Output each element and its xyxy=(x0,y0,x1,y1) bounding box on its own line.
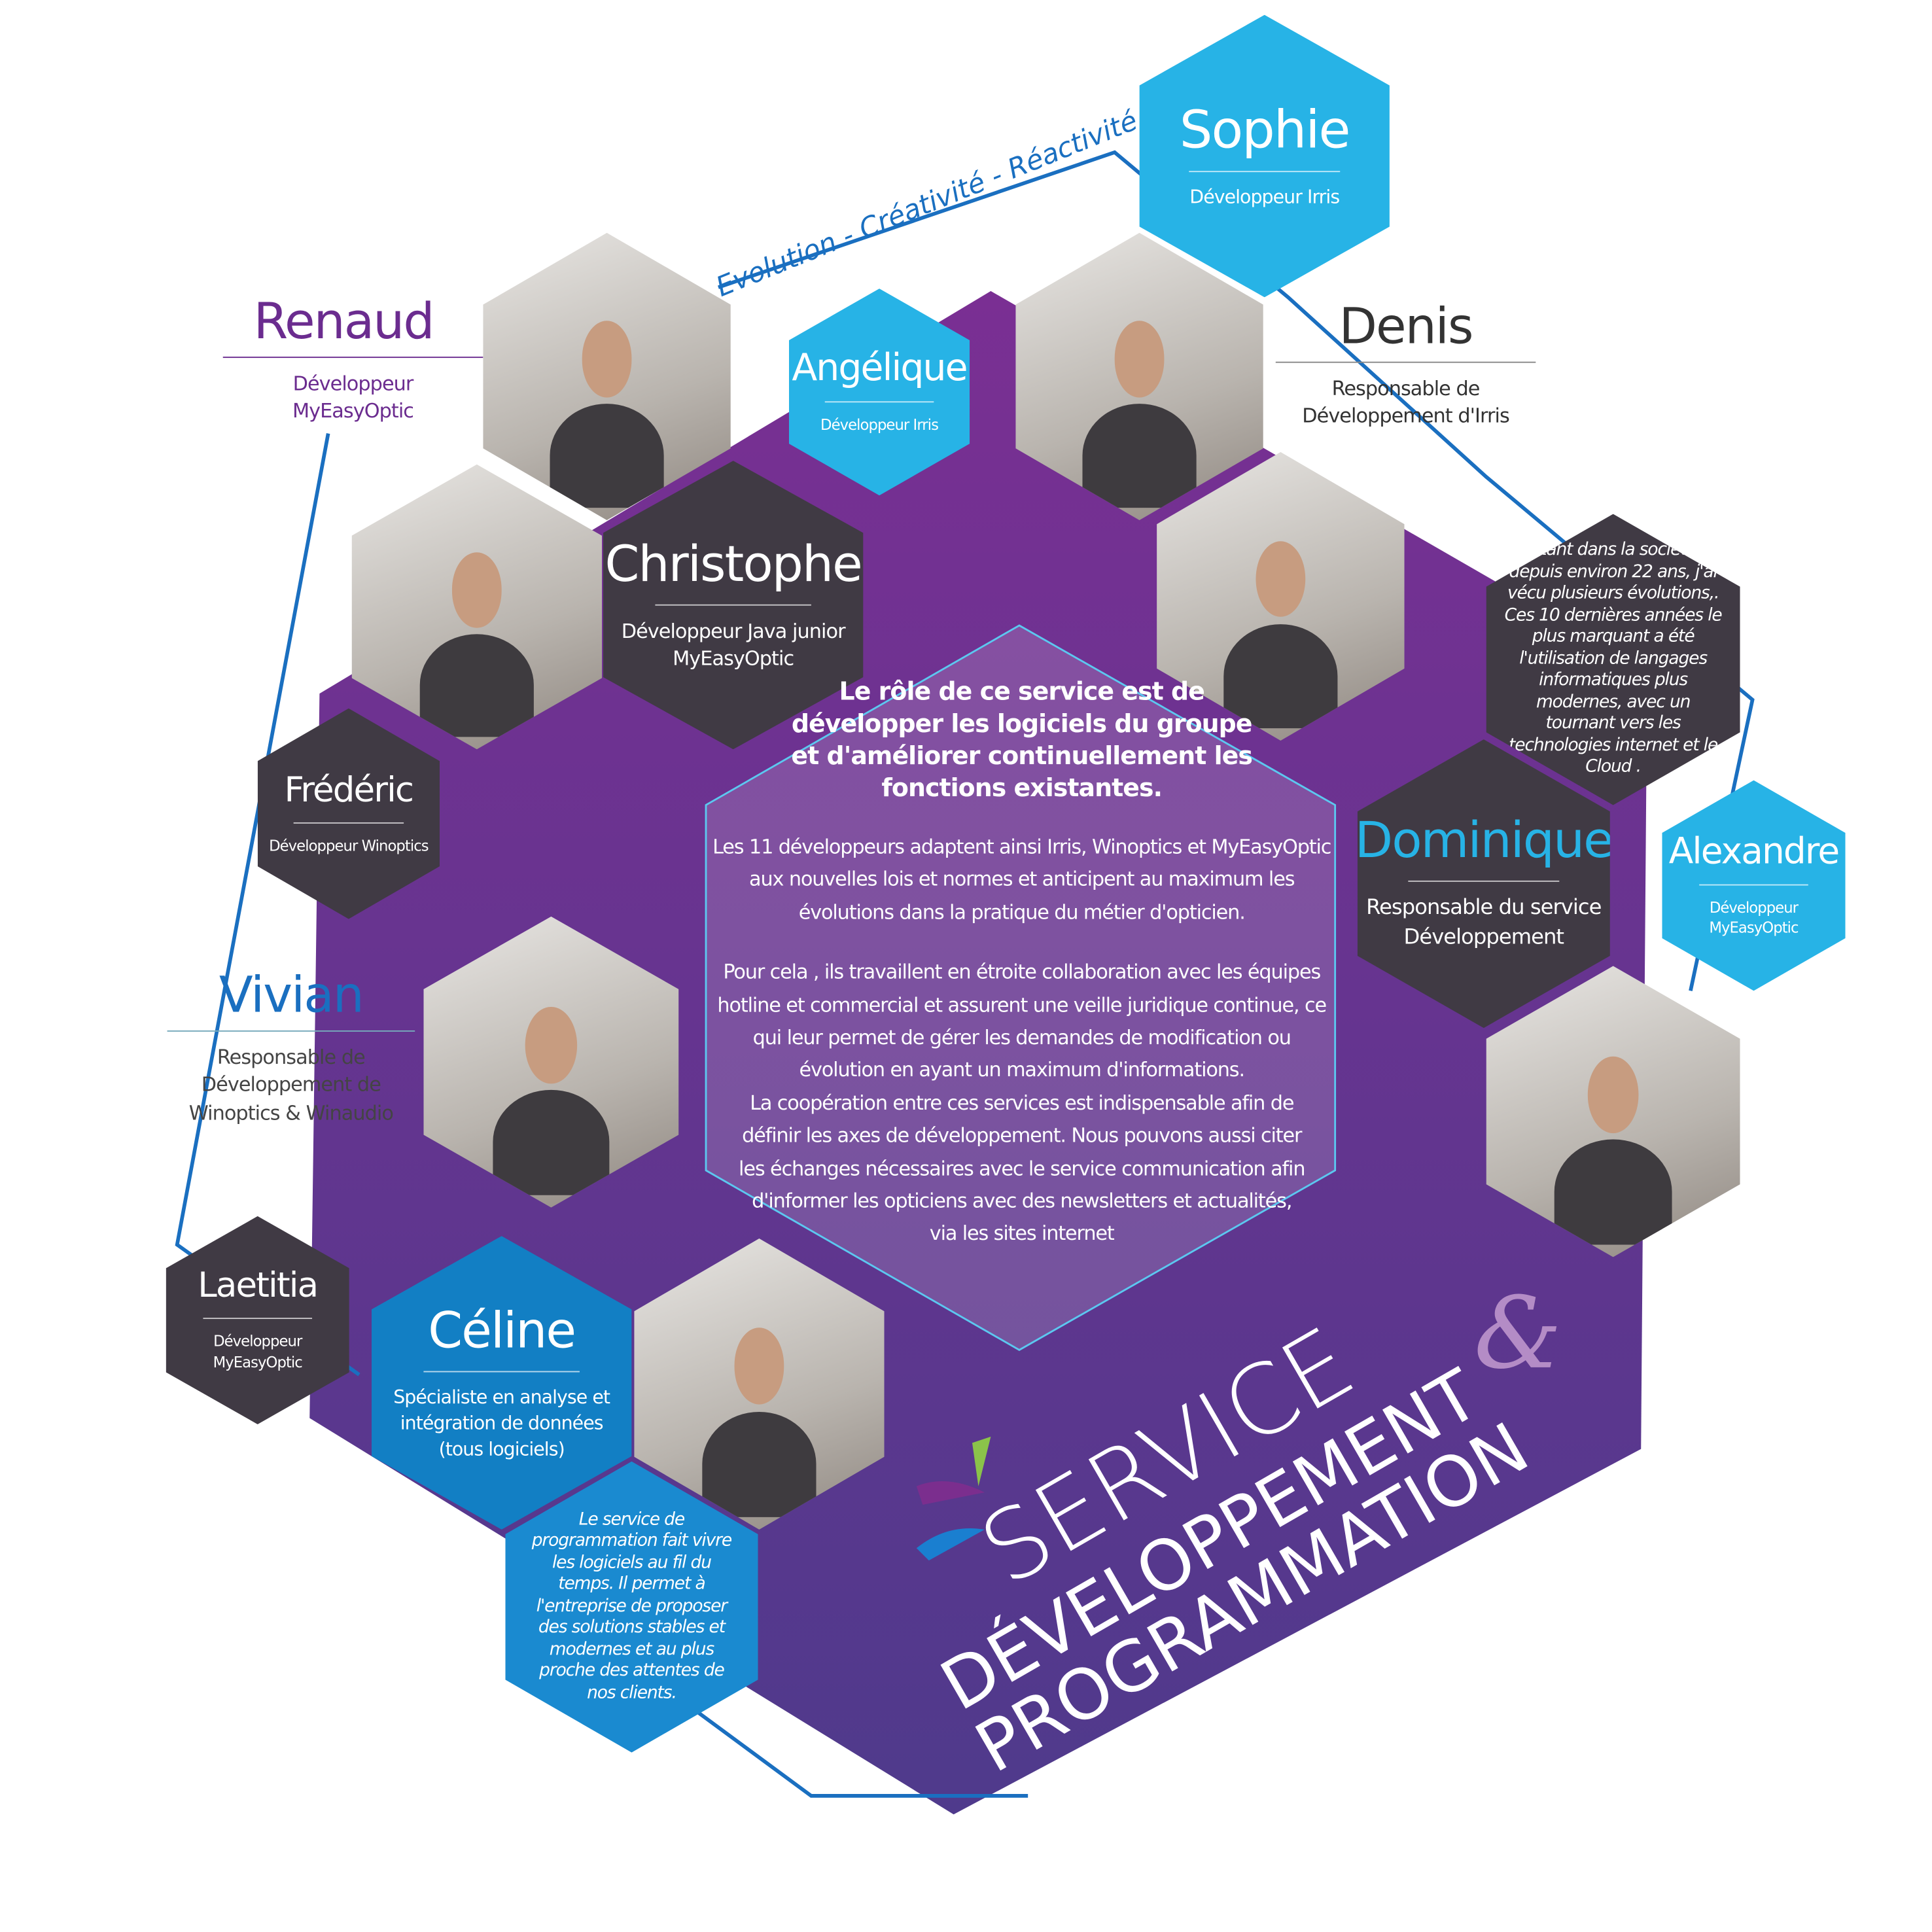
role: Responsable de xyxy=(1331,376,1481,400)
name: Frédéric xyxy=(284,768,415,810)
role: MyEasyOptic xyxy=(292,399,414,423)
role: Développement xyxy=(1403,925,1565,950)
blue-outline-bottom xyxy=(692,1708,1028,1798)
person-icon xyxy=(1223,540,1338,728)
person-icon xyxy=(419,552,535,737)
quote-text: Etant dans la société depuis environ 22 … xyxy=(1504,540,1723,777)
name: Renaud xyxy=(253,293,435,351)
name: Angélique xyxy=(792,347,968,391)
name: Dominique xyxy=(1354,813,1613,870)
center-paragraph-3: La coopération entre ces services est in… xyxy=(739,1091,1305,1246)
name: Laetitia xyxy=(198,1265,319,1306)
name: Céline xyxy=(428,1302,576,1360)
role: Développeur xyxy=(1709,898,1799,917)
role: MyEasyOptic xyxy=(1709,919,1799,937)
role: Développeur Winoptics xyxy=(269,836,429,854)
person-icon xyxy=(492,1006,610,1195)
title-ampersand: & xyxy=(1473,1275,1562,1391)
person-icon xyxy=(1082,321,1197,508)
role: intégration de données xyxy=(400,1411,604,1434)
quote-service: Le service de programmation fait vivre l… xyxy=(505,1461,758,1753)
blue-outline xyxy=(718,150,1755,991)
name: Sophie xyxy=(1179,99,1351,160)
role: Responsable du service xyxy=(1366,896,1602,921)
swoosh-green xyxy=(972,1436,991,1486)
role: MyEasyOptic xyxy=(673,646,794,671)
role: Winoptics & Winaudio xyxy=(188,1100,394,1125)
center-paragraph-2: Pour cela , ils travaillent en étroite c… xyxy=(717,960,1327,1082)
swoosh-purple xyxy=(916,1481,985,1505)
center-text: Le rôle de ce service est de développer … xyxy=(712,675,1331,1251)
person-icon xyxy=(550,321,664,508)
swoosh-blue xyxy=(916,1528,985,1561)
role: Développeur Irris xyxy=(820,416,939,434)
quote-text: Le service de programmation fait vivre l… xyxy=(531,1509,733,1703)
name: Denis xyxy=(1339,298,1474,356)
name: Alexandre xyxy=(1668,829,1840,872)
role: Développement d'Irris xyxy=(1302,404,1510,428)
label-renaud: Renaud Développeur MyEasyOptic xyxy=(222,293,483,426)
name: Vivian xyxy=(219,967,364,1025)
label-denis: Denis Responsable de Développement d'Irr… xyxy=(1275,298,1536,430)
card-celine: Céline Spécialiste en analyse et intégra… xyxy=(371,1236,632,1530)
role: Développement de xyxy=(201,1073,381,1097)
photo-alexandre xyxy=(1486,966,1740,1257)
role: Développeur Irris xyxy=(1189,186,1340,209)
role: Responsable de xyxy=(217,1045,366,1069)
role: Spécialiste en analyse et xyxy=(393,1385,610,1408)
role: (tous logiciels) xyxy=(438,1437,565,1460)
name: Christophe xyxy=(605,535,863,593)
card-frederic: Frédéric Développeur Winoptics xyxy=(257,708,440,919)
person-icon xyxy=(1554,1056,1672,1245)
photo-christophe xyxy=(351,464,602,750)
role: MyEasyOptic xyxy=(213,1353,303,1371)
label-vivian: Vivian Responsable de Développement de W… xyxy=(167,968,415,1127)
center-heading: Le rôle de ce service est de développer … xyxy=(791,676,1253,803)
role: Développeur xyxy=(292,371,414,395)
person-icon xyxy=(701,1327,817,1517)
center-paragraph-1: Les 11 développeurs adaptent ainsi Irris… xyxy=(712,834,1331,924)
role: Développeur Java junior xyxy=(621,618,846,642)
role: Développeur xyxy=(213,1333,302,1350)
center-hexagon xyxy=(705,624,1337,1352)
